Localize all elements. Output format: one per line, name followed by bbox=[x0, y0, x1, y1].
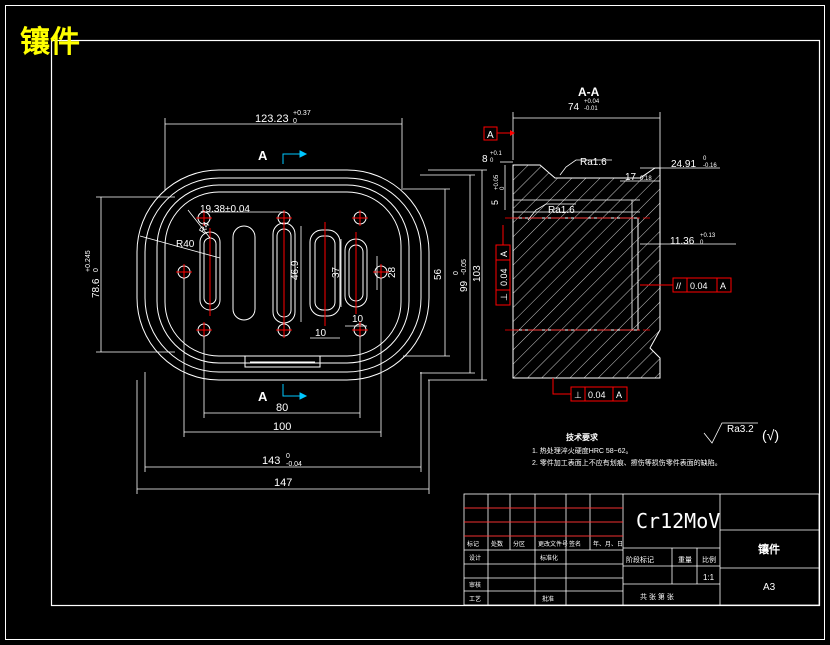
row-label-0: 标记 bbox=[467, 540, 479, 548]
dim-99: 99 bbox=[459, 280, 470, 292]
dim-80: 80 bbox=[276, 402, 288, 414]
plan-dimension-texts: 123.23 +0.37 0 19.38±0.04 R40 R4 78.6 +0… bbox=[85, 110, 483, 489]
tol-right-val: 0.04 bbox=[690, 281, 708, 291]
dim-2491-tol-lower: -0.16 bbox=[703, 163, 717, 169]
design-label: 设计 bbox=[469, 554, 481, 562]
tol-bottom-sym: ⊥ bbox=[574, 390, 582, 400]
row-label-3: 更改文件号 bbox=[538, 540, 568, 548]
review-label: 审核 bbox=[469, 581, 481, 589]
tolerance-frame-bottom bbox=[552, 378, 628, 402]
datum-a-label: A bbox=[487, 130, 494, 141]
tol-left-sym: ⊥ bbox=[499, 293, 509, 301]
dim-74: 74 bbox=[568, 102, 580, 113]
sheet-size: A3 bbox=[763, 582, 776, 593]
dim-17: 17 bbox=[625, 172, 637, 183]
dim-10a: 10 bbox=[315, 328, 327, 339]
plan-dimension-lines bbox=[96, 118, 487, 494]
dim-786-tol-upper: +0.245 bbox=[85, 250, 92, 272]
dim-5-tol-lower: 0 bbox=[500, 186, 506, 190]
dim-8-tol-upper: +0.1 bbox=[490, 151, 503, 157]
tol-right-ref: A bbox=[720, 281, 726, 291]
dim-8-tol-lower: 0 bbox=[490, 158, 494, 164]
dim-2491: 24.91 bbox=[671, 159, 696, 170]
tol-bottom-val: 0.04 bbox=[588, 390, 606, 400]
dim-56: 56 bbox=[433, 268, 444, 280]
row-label-4: 签名 bbox=[569, 540, 581, 548]
dim-8: 8 bbox=[482, 154, 488, 165]
dim-123-tol-lower: 0 bbox=[293, 118, 297, 125]
process-label: 工艺 bbox=[469, 595, 481, 603]
dim-143: 143 bbox=[262, 455, 280, 467]
inner-border bbox=[50, 39, 821, 607]
tolerance-frame-left bbox=[495, 225, 511, 306]
roughness-symbol bbox=[703, 422, 758, 444]
datum-a bbox=[483, 126, 515, 141]
notes-line-2: 2. 零件加工表面上不应有划痕、擦伤等损伤零件表面的缺陷。 bbox=[532, 458, 722, 467]
dim-1136-tol-lower: 0 bbox=[700, 240, 704, 246]
section-view bbox=[505, 112, 661, 379]
dim-99-tol-upper: 0 bbox=[453, 271, 460, 275]
section-arrows bbox=[282, 150, 308, 400]
dim-5: 5 bbox=[490, 200, 500, 205]
dim-10b: 10 bbox=[352, 314, 364, 325]
dim-28: 28 bbox=[387, 266, 398, 278]
part-name: 镶件 bbox=[758, 542, 780, 556]
dim-786-tol-lower: 0 bbox=[93, 268, 100, 272]
material: Cr12MoV bbox=[636, 509, 720, 533]
dim-5-tol-upper: +0.05 bbox=[494, 174, 500, 190]
dim-103: 103 bbox=[472, 265, 483, 282]
notes-line-1: 1. 热处理淬火硬度HRC 58~62。 bbox=[532, 446, 633, 455]
dim-1136: 11.36 bbox=[670, 236, 695, 247]
dim-74-tol-upper: +0.04 bbox=[584, 99, 600, 105]
dim-123-tol-upper: +0.37 bbox=[293, 110, 311, 117]
row-label-5: 年、月、日 bbox=[593, 540, 623, 548]
dim-17-tol: 0.18 bbox=[640, 176, 652, 182]
dim-123: 123.23 bbox=[255, 113, 289, 125]
dim-r40: R40 bbox=[176, 239, 195, 250]
title-block-red bbox=[464, 507, 623, 537]
tol-left-ref: A bbox=[499, 251, 509, 257]
tol-right-sym: // bbox=[676, 281, 682, 291]
plan-view bbox=[136, 169, 430, 381]
row-label-2: 分区 bbox=[513, 540, 525, 548]
tolerance-frame-right bbox=[640, 277, 732, 293]
approve-label: 批准 bbox=[542, 595, 554, 603]
dim-1136-tol-upper: +0.13 bbox=[700, 233, 716, 239]
ra16-mid: Ra1.6 bbox=[548, 205, 575, 216]
stage-label: 阶段标记 bbox=[626, 555, 654, 564]
drawing-title: 镶件 bbox=[20, 25, 80, 60]
weight-label: 重量 bbox=[678, 556, 692, 564]
dim-74-tol-lower: -0.01 bbox=[584, 106, 598, 112]
dim-143-tol-lower: -0.04 bbox=[286, 461, 302, 468]
dim-r4: R4 bbox=[197, 220, 211, 235]
tol-left-val: 0.04 bbox=[499, 268, 509, 286]
dim-2491-tol-upper: 0 bbox=[703, 156, 707, 162]
outer-border bbox=[5, 5, 825, 640]
dim-469: 46.9 bbox=[290, 260, 301, 280]
section-label: A-A bbox=[578, 85, 600, 99]
section-mark-top: A bbox=[258, 148, 268, 163]
scale-label: 比例 bbox=[702, 555, 716, 564]
roughness-value: Ra3.2 bbox=[727, 424, 754, 435]
dim-100: 100 bbox=[273, 421, 291, 433]
dim-147: 147 bbox=[274, 477, 292, 489]
sheets-text: 共 张 第 张 bbox=[640, 592, 674, 601]
dim-99-tol-lower: -0.05 bbox=[461, 259, 468, 275]
roughness-extra: (√) bbox=[762, 427, 779, 443]
notes-heading: 技术要求 bbox=[566, 432, 599, 442]
dim-143-tol-upper: 0 bbox=[286, 453, 290, 460]
dim-1938: 19.38±0.04 bbox=[200, 204, 250, 215]
section-mark-bottom: A bbox=[258, 389, 268, 404]
plan-centerlines bbox=[176, 210, 389, 338]
ra16-top: Ra1.6 bbox=[580, 157, 607, 168]
standardize-label: 标准化 bbox=[540, 554, 558, 562]
row-label-1: 处数 bbox=[491, 540, 503, 548]
dim-786: 78.6 bbox=[91, 278, 102, 298]
dim-37: 37 bbox=[331, 266, 342, 278]
tol-bottom-ref: A bbox=[616, 390, 622, 400]
scale-value: 1:1 bbox=[703, 573, 715, 582]
